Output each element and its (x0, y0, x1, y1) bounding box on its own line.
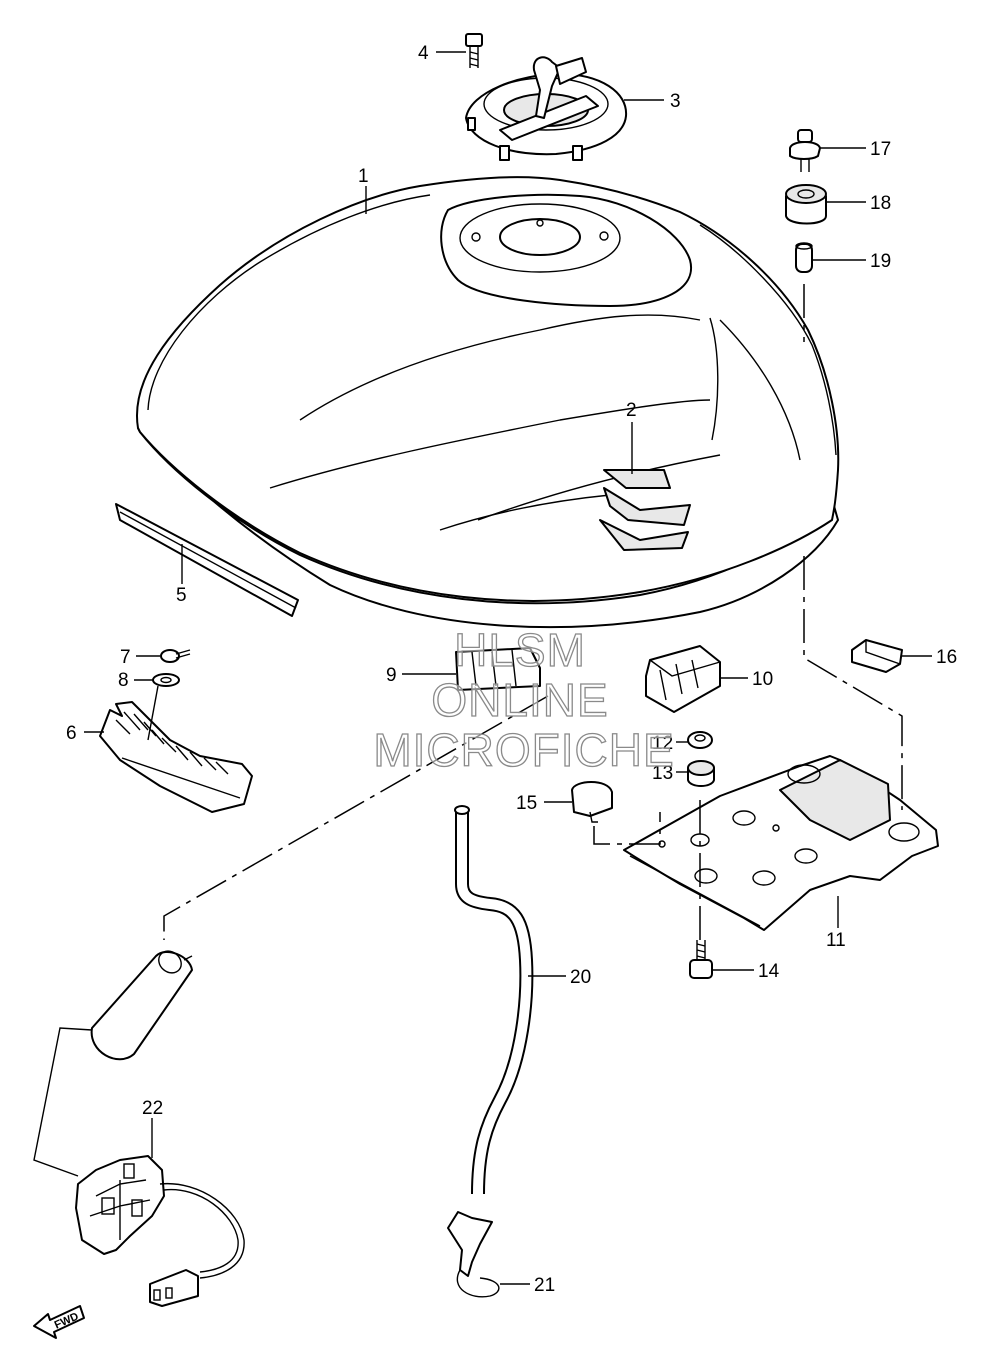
callout-13: 13 (652, 763, 673, 784)
tank-emblem[interactable] (599, 469, 691, 551)
callout-12: 12 (652, 733, 673, 754)
breather-hose[interactable] (454, 805, 534, 1195)
tank-cushion-strip[interactable] (115, 503, 299, 617)
assembly-lines (163, 284, 903, 940)
callout-8: 8 (118, 670, 129, 691)
bolt-14[interactable] (689, 940, 713, 979)
callout-10: 10 (752, 669, 773, 690)
grommet-13[interactable] (687, 760, 715, 787)
forward-direction-arrow: FWD (33, 1305, 85, 1339)
callout-9: 9 (386, 665, 397, 686)
grommet-18[interactable] (785, 184, 827, 225)
callout-11: 11 (826, 930, 846, 951)
callout-20: 20 (570, 967, 591, 988)
leader-lines (84, 51, 932, 1285)
fuel-level-gauge[interactable] (33, 947, 245, 1307)
watermark: HLSM ONLINE MICROFICHE (373, 623, 675, 776)
rear-cushion[interactable] (99, 701, 253, 813)
callout-17: 17 (870, 139, 891, 160)
callout-labels: 1 2 3 4 5 6 7 8 9 10 11 12 13 14 15 16 1… (66, 43, 957, 1296)
callout-14: 14 (758, 961, 780, 982)
screw-7[interactable] (160, 649, 191, 663)
forward-label: FWD (53, 1310, 81, 1331)
callout-21: 21 (534, 1275, 555, 1296)
callout-3: 3 (670, 91, 681, 112)
cap-bolt[interactable] (465, 33, 483, 68)
collar-12[interactable] (687, 731, 713, 749)
cap-15[interactable] (571, 781, 613, 823)
callout-15: 15 (516, 793, 537, 814)
cushion-10[interactable] (645, 645, 721, 713)
callout-18: 18 (870, 193, 891, 214)
cushion-9[interactable] (455, 647, 541, 691)
callout-19: 19 (870, 251, 891, 272)
callout-6: 6 (66, 723, 77, 744)
collar-19[interactable] (795, 242, 813, 273)
callout-4: 4 (418, 43, 429, 64)
pad-16[interactable] (851, 639, 903, 673)
callout-1: 1 (358, 166, 369, 187)
callout-22: 22 (142, 1098, 163, 1119)
fuel-tank[interactable] (136, 176, 840, 629)
washer-8[interactable] (152, 673, 180, 687)
callout-5: 5 (176, 585, 187, 606)
watermark-line-1: HLSM (454, 624, 586, 676)
hose-clip[interactable] (447, 1211, 500, 1298)
callout-7: 7 (120, 647, 131, 668)
watermark-line-2: ONLINE (431, 674, 608, 726)
bolt-17[interactable] (789, 129, 821, 172)
fuel-cap[interactable] (465, 56, 628, 161)
watermark-line-3: MICROFICHE (373, 724, 674, 776)
callout-2: 2 (626, 400, 637, 421)
mounting-bracket[interactable] (623, 755, 939, 931)
callout-16: 16 (936, 647, 957, 668)
